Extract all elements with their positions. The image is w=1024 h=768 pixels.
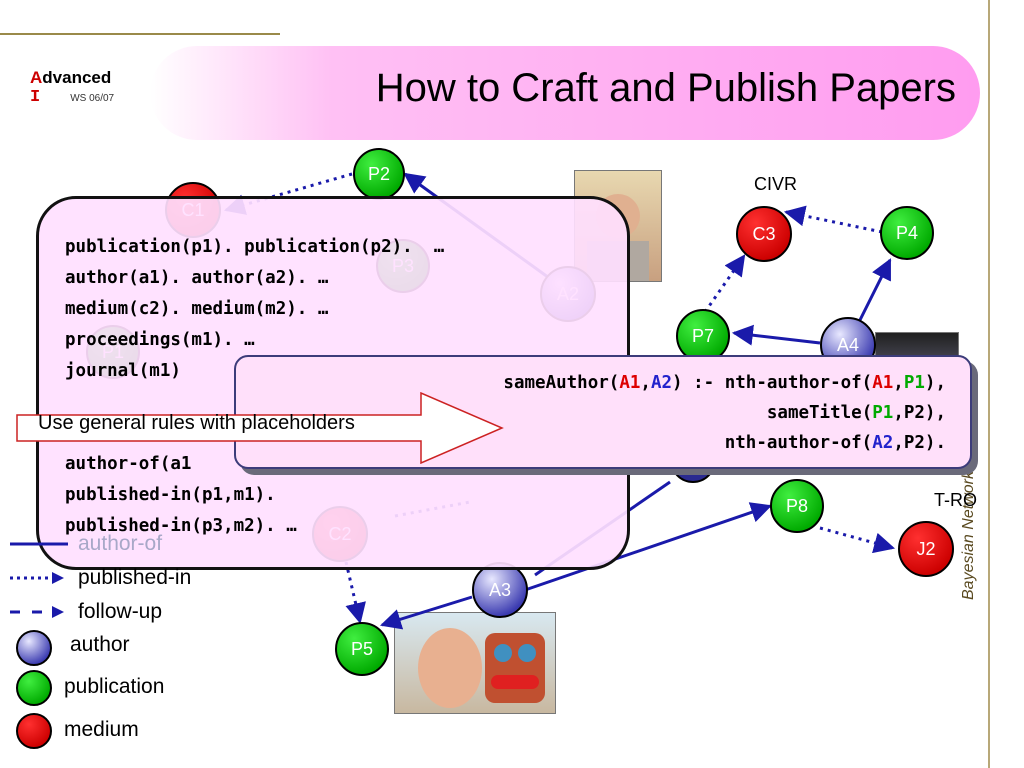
svg-text:P4: P4 bbox=[896, 223, 918, 243]
author-photo-3 bbox=[394, 612, 556, 714]
publication-node-icon bbox=[16, 670, 52, 706]
right-divider bbox=[988, 0, 990, 768]
node-p4: P4 bbox=[880, 206, 934, 260]
logo: Advanced I WS 06/07 bbox=[30, 68, 114, 109]
code-line: author-of(a1 bbox=[65, 454, 192, 474]
code-line: publication(p1). publication(p2). … bbox=[65, 237, 445, 257]
legend-label-publication: publication bbox=[64, 675, 165, 698]
logo-text: dvanced bbox=[42, 68, 112, 87]
svg-text:C3: C3 bbox=[752, 224, 775, 244]
edge-a4-p7 bbox=[731, 324, 821, 346]
node-a3: A3 bbox=[472, 562, 528, 618]
label-tro: T-RO bbox=[934, 490, 977, 510]
svg-text:P7: P7 bbox=[692, 326, 714, 346]
edge-p4-c3 bbox=[783, 205, 883, 234]
code-line: journal(m1) bbox=[65, 361, 181, 381]
code-line: published-in(p3,m2). … bbox=[65, 516, 297, 536]
term-label: WS 06/07 bbox=[70, 93, 115, 104]
legend-label-follow-up: follow-up bbox=[78, 600, 163, 623]
code-line: published-in(p1,m1). bbox=[65, 485, 276, 505]
svg-text:A4: A4 bbox=[837, 335, 859, 355]
edge-c2-p5 bbox=[344, 561, 366, 625]
code-line: author(a1). author(a2). … bbox=[65, 268, 329, 288]
legend-label-author: author bbox=[70, 633, 130, 656]
node-j2: J2 bbox=[898, 521, 954, 577]
label-civr: CIVR bbox=[754, 174, 797, 194]
svg-text:P5: P5 bbox=[351, 639, 373, 659]
edge-p7-c3 bbox=[703, 254, 746, 313]
title-bar: How to Craft and Publish Papers bbox=[150, 46, 980, 140]
rule-box: sameAuthor(A1,A2) :- nth-author-of(A1,P1… bbox=[234, 355, 972, 469]
author-node-icon bbox=[16, 630, 52, 666]
edge-a4-p4 bbox=[858, 258, 892, 321]
callout-arrow: Use general rules with placeholders bbox=[16, 391, 506, 469]
logo-letter: A bbox=[30, 68, 43, 87]
svg-text:A3: A3 bbox=[489, 580, 511, 600]
edge-p2-c1 bbox=[223, 172, 353, 215]
code-line: proceedings(m1). … bbox=[65, 330, 255, 350]
page-title: How to Craft and Publish Papers bbox=[375, 66, 956, 110]
edge-a3-p5 bbox=[379, 595, 473, 630]
svg-text:P2: P2 bbox=[368, 164, 390, 184]
legend: author-of published-in follow-up author … bbox=[0, 528, 240, 768]
edge-p8-j2 bbox=[819, 526, 896, 554]
top-divider bbox=[0, 33, 280, 35]
code-line: medium(c2). medium(m2). … bbox=[65, 299, 329, 319]
edge-a3-p8 bbox=[524, 502, 772, 592]
svg-text:P8: P8 bbox=[786, 496, 808, 516]
legend-label-published-in: published-in bbox=[78, 566, 192, 589]
svg-text:J2: J2 bbox=[916, 539, 935, 559]
callout-text: Use general rules with placeholders bbox=[38, 412, 355, 434]
rule-line-2: sameTitle(P1,P2), bbox=[766, 403, 946, 423]
legend-label-author-of: author-of bbox=[78, 532, 163, 555]
logo-line2: I bbox=[30, 88, 41, 107]
node-p5: P5 bbox=[335, 622, 389, 676]
rule-line-3: nth-author-of(A2,P2). bbox=[724, 433, 946, 453]
node-p2: P2 bbox=[353, 148, 405, 200]
node-c3: C3 bbox=[736, 206, 792, 262]
medium-node-icon bbox=[16, 713, 52, 749]
node-p8: P8 bbox=[770, 479, 824, 533]
rule-line-1: sameAuthor(A1,A2) :- nth-author-of(A1,P1… bbox=[503, 373, 946, 393]
legend-label-medium: medium bbox=[64, 718, 139, 741]
node-p7: P7 bbox=[676, 309, 730, 363]
